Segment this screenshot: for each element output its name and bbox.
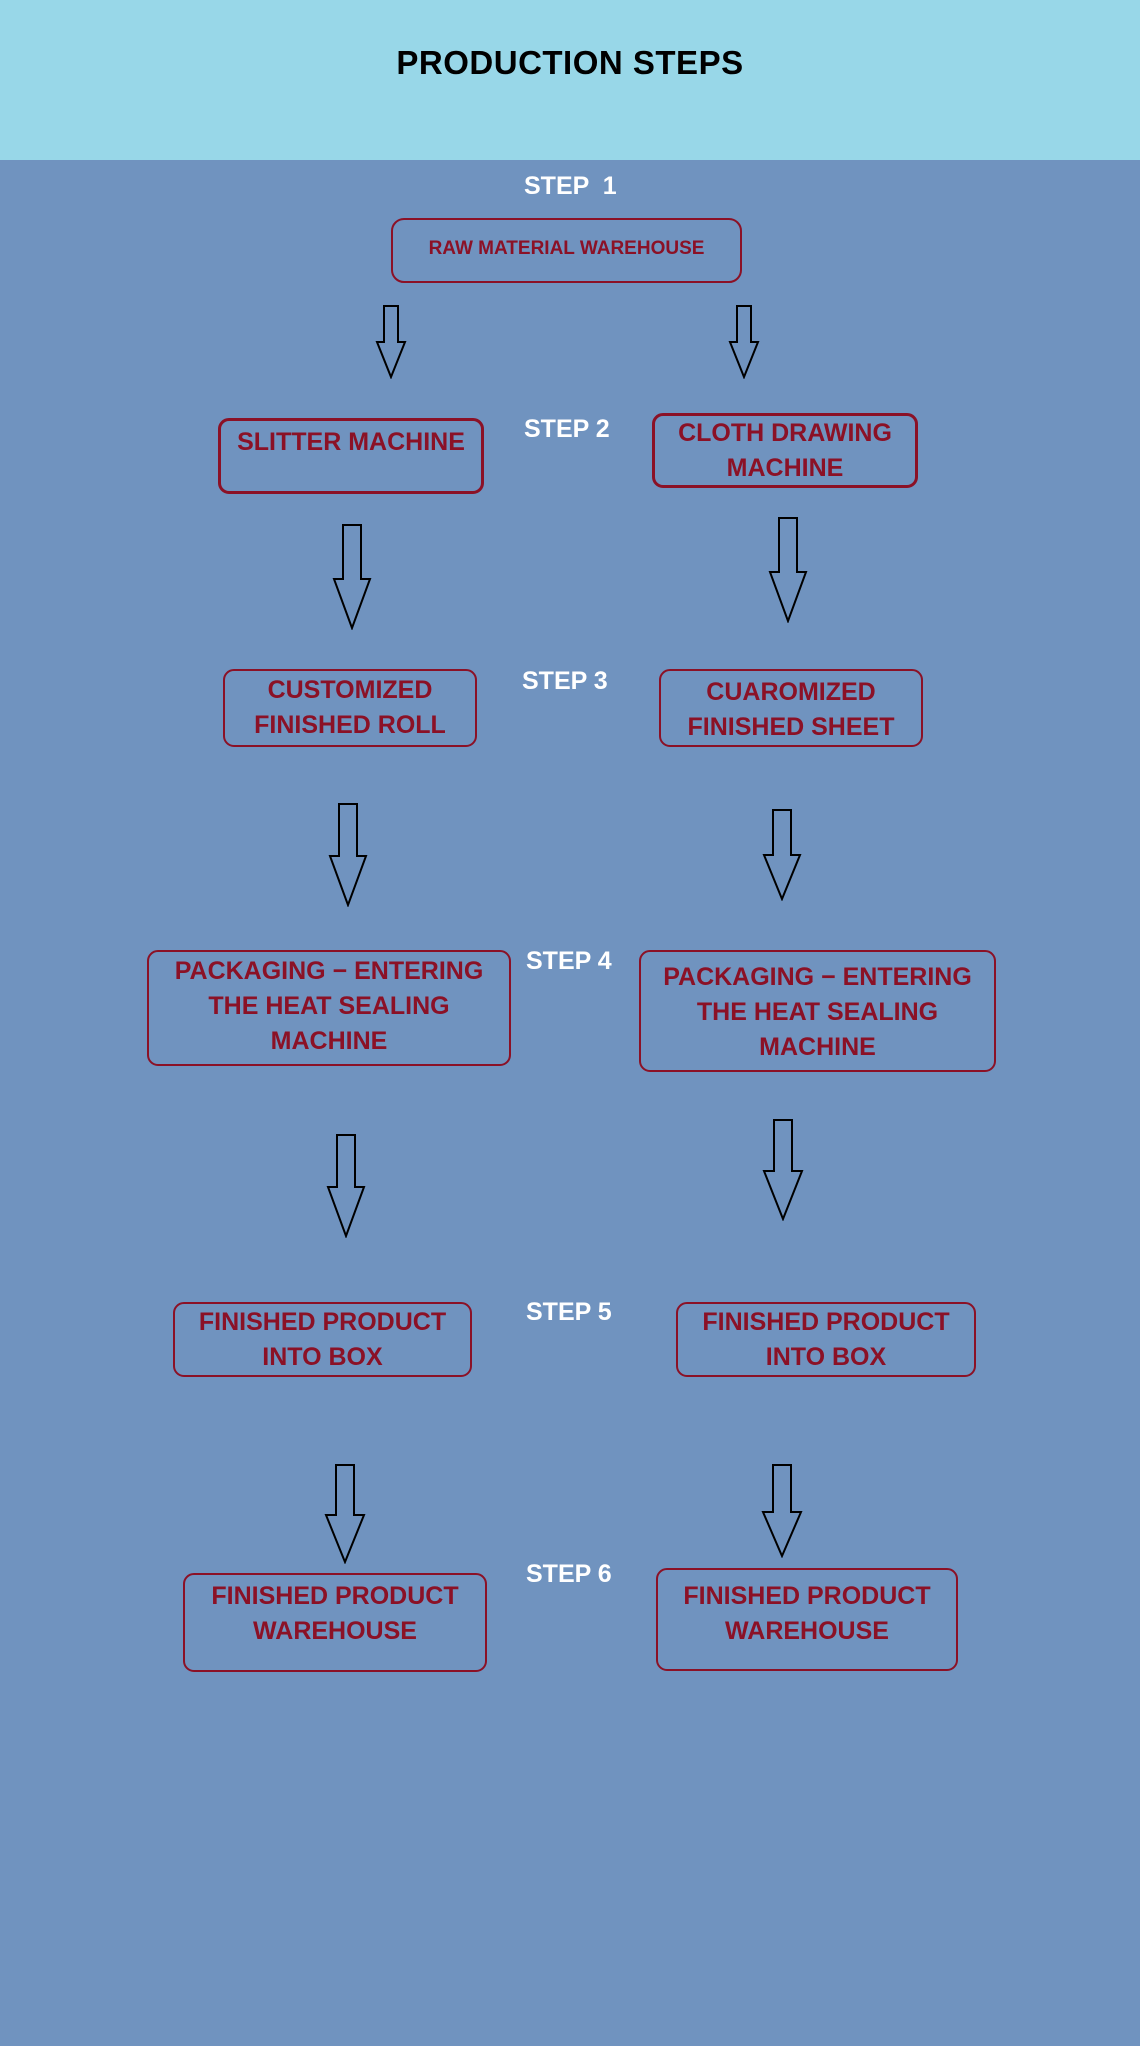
arrow-sheet-to-packaging [762,809,802,901]
diagram-title: PRODUCTION STEPS [396,44,744,81]
raw-material-warehouse-box: RAW MATERIAL WAREHOUSE [391,218,742,283]
right-finished-product-warehouse-box: FINISHED PRODUCT WAREHOUSE [656,1568,958,1671]
header-banner [0,0,1140,160]
arrow-right-packaging-to-box [762,1119,804,1221]
arrow-step1-to-slitter [375,305,407,379]
arrow-cloth-drawing-to-sheet [768,517,808,623]
step-3-label: STEP 3 [522,667,608,695]
arrow-left-packaging-to-box [326,1134,366,1238]
arrow-slitter-to-roll [332,524,372,630]
right-finished-product-into-box: FINISHED PRODUCT INTO BOX [676,1302,976,1377]
left-packaging-heat-sealing-box: PACKAGING − ENTERING THE HEAT SEALING MA… [147,950,511,1066]
customized-finished-sheet-box: CUAROMIZED FINISHED SHEET [659,669,923,747]
step-5-label: STEP 5 [526,1298,612,1326]
arrow-roll-to-packaging [328,803,368,907]
step-1-label: STEP 1 [524,172,617,200]
slitter-machine-box: SLITTER MACHINE [218,418,484,494]
left-finished-product-warehouse-box: FINISHED PRODUCT WAREHOUSE [183,1573,487,1672]
step-6-label: STEP 6 [526,1560,612,1588]
left-finished-product-into-box: FINISHED PRODUCT INTO BOX [173,1302,472,1377]
step-4-label: STEP 4 [526,947,612,975]
step-2-label: STEP 2 [524,415,610,443]
cloth-drawing-machine-box: CLOTH DRAWING MACHINE [652,413,918,488]
customized-finished-roll-box: CUSTOMIZED FINISHED ROLL [223,669,477,747]
right-packaging-heat-sealing-box: PACKAGING − ENTERING THE HEAT SEALING MA… [639,950,996,1072]
arrow-left-box-to-warehouse [324,1464,366,1564]
arrow-right-box-to-warehouse [761,1464,803,1558]
arrow-step1-to-cloth-drawing [728,305,760,379]
